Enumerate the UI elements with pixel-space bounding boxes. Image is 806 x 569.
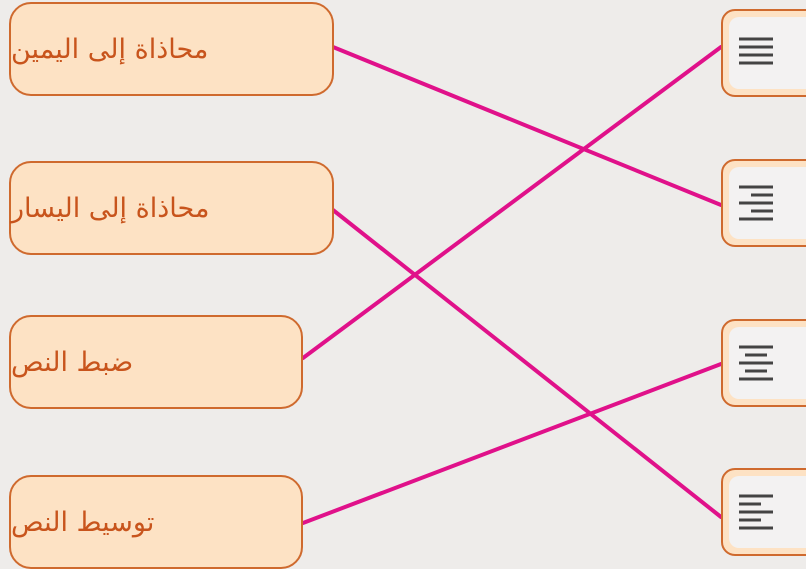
align-right-icon [739,185,773,221]
connector-center [301,362,723,525]
align-center-icon [739,345,773,381]
icon-box-left[interactable] [721,468,806,556]
label-align-left-text: محاذاة إلى اليسار [11,192,210,224]
align-left-icon [739,494,773,530]
label-justify[interactable]: ضبط النص [9,315,303,409]
label-justify-text: ضبط النص [11,346,134,378]
icon-box-right[interactable] [721,159,806,247]
connector-justify [301,45,723,360]
label-align-left[interactable]: محاذاة إلى اليسار [9,161,334,255]
label-center-text: توسيط النص [11,506,155,538]
align-justify-icon [739,37,773,65]
label-align-right-text: محاذاة إلى اليمين [11,33,209,65]
connector-align-left [331,208,723,519]
icon-box-justify[interactable] [721,9,806,97]
icon-box-center[interactable] [721,319,806,407]
connector-align-right [331,45,723,207]
label-align-right[interactable]: محاذاة إلى اليمين [9,2,334,96]
label-center[interactable]: توسيط النص [9,475,303,569]
